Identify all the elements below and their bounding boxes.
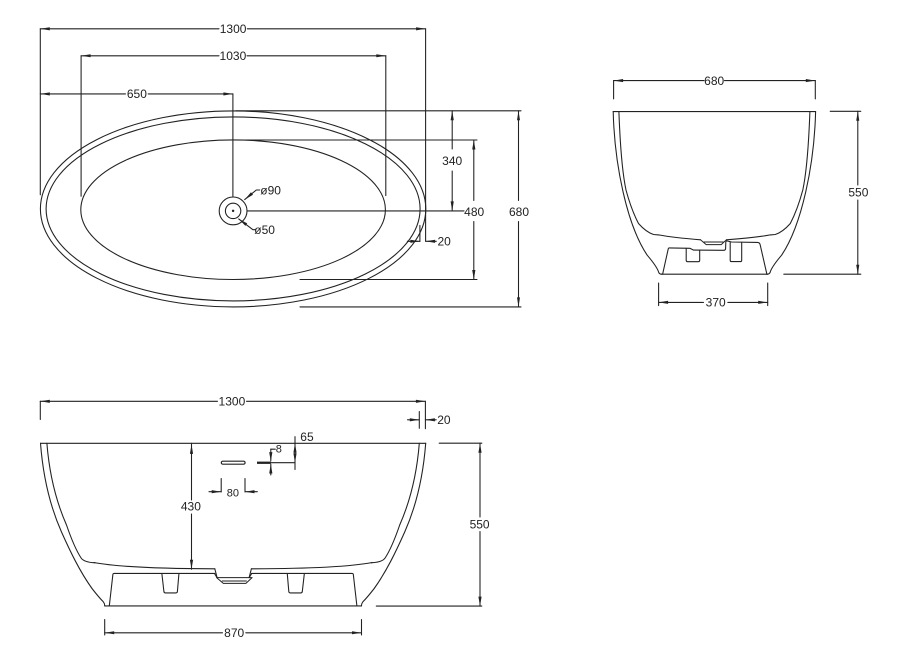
svg-text:20: 20 <box>438 235 452 249</box>
svg-text:80: 80 <box>227 487 239 499</box>
svg-text:870: 870 <box>224 626 244 640</box>
svg-text:1030: 1030 <box>220 49 247 63</box>
svg-text:370: 370 <box>706 296 726 310</box>
svg-text:550: 550 <box>848 186 868 200</box>
svg-text:680: 680 <box>704 74 724 88</box>
svg-text:550: 550 <box>470 517 490 531</box>
svg-text:8: 8 <box>276 444 282 456</box>
svg-text:480: 480 <box>464 205 484 219</box>
svg-text:650: 650 <box>127 87 147 101</box>
svg-text:20: 20 <box>437 413 451 427</box>
svg-text:680: 680 <box>509 205 529 219</box>
svg-text:ø90: ø90 <box>260 183 281 197</box>
svg-text:ø50: ø50 <box>254 223 275 237</box>
svg-text:430: 430 <box>181 500 201 514</box>
svg-text:65: 65 <box>300 430 314 444</box>
svg-text:340: 340 <box>442 154 462 168</box>
svg-text:1300: 1300 <box>220 22 247 36</box>
svg-text:1300: 1300 <box>219 395 246 409</box>
